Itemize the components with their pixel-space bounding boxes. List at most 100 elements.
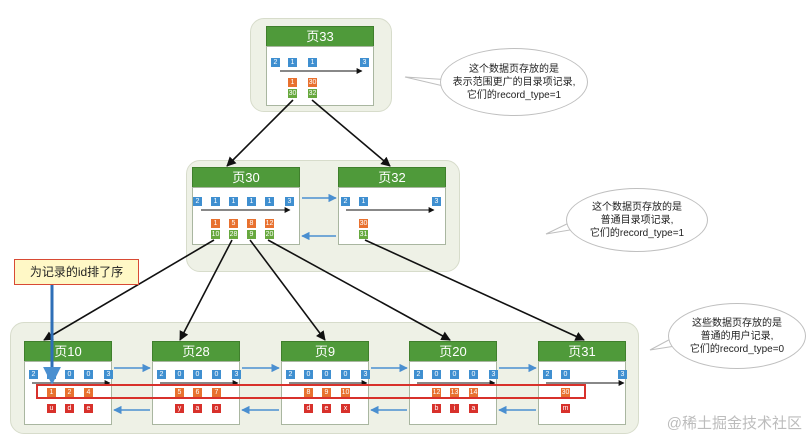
bubble-bottom-line-3: 它们的record_type=0 (689, 343, 785, 355)
bubble-bottom-line-1: 这些数据页存放的是 (692, 317, 782, 329)
p10-key-cell: 0 (84, 370, 93, 379)
p30-key-cell: 2 (193, 197, 202, 206)
p9-key-cell: 3 (361, 370, 370, 379)
p28-key-cell: 0 (175, 370, 184, 379)
p30-id-cell: 12 (265, 219, 274, 228)
p30-key-cell: 1 (247, 197, 256, 206)
p30-id-cell: 8 (247, 219, 256, 228)
p32-id-cell: 30 (359, 219, 368, 228)
id-sort-highlight (36, 384, 586, 399)
p31-key-cell: 0 (561, 370, 570, 379)
p9-id-cell: 8 (304, 388, 313, 397)
sort-annotation: 为记录的id排了序 (14, 259, 139, 285)
bubble-middle-line-1: 这个数据页存放的是 (592, 201, 682, 213)
page-33-title: 页33 (266, 26, 374, 47)
p31-key-cell: 2 (543, 370, 552, 379)
p20-values-cell: a (469, 404, 478, 413)
p20-key-cell: 0 (432, 370, 441, 379)
page-30-body (192, 187, 300, 245)
p28-values-cell: y (175, 404, 184, 413)
p10-id-cell: 2 (65, 388, 74, 397)
arrow-30-to-20 (267, 239, 451, 341)
p30-key-cell: 1 (211, 197, 220, 206)
arrow-33-to-32 (311, 99, 391, 167)
watermark: @稀土掘金技术社区 (666, 415, 802, 432)
p32-key-cell: 1 (359, 197, 368, 206)
p20-values-cell: i (450, 404, 459, 413)
p33-key-cell: 2 (271, 58, 280, 67)
p20-key-cell: 0 (469, 370, 478, 379)
p20-id-cell: 14 (469, 388, 478, 397)
arrow-30-to-28 (179, 239, 233, 341)
p9-values-cell: e (322, 404, 331, 413)
p30-page-numbers-cell: 10 (211, 230, 220, 239)
p10-key-cell: 2 (29, 370, 38, 379)
p33-key-cell: 1 (308, 58, 317, 67)
p33-id-cell: 30 (308, 78, 317, 87)
arrow-33-to-30 (226, 99, 294, 167)
bubble-bottom: 这些数据页存放的是 普通的用户记录, 它们的record_type=0 (668, 303, 806, 369)
p9-key-cell: 0 (304, 370, 313, 379)
bubble-top-line-1: 这个数据页存放的是 (469, 63, 559, 75)
p9-id-cell: 10 (341, 388, 350, 397)
p20-id-cell: 12 (432, 388, 441, 397)
p10-values-cell: e (84, 404, 93, 413)
p20-key-cell: 3 (489, 370, 498, 379)
p30-key-cell: 1 (265, 197, 274, 206)
p20-id-cell: 13 (450, 388, 459, 397)
p30-page-numbers-cell: 20 (265, 230, 274, 239)
page-31-body (538, 361, 626, 425)
p28-key-cell: 0 (212, 370, 221, 379)
p10-id-cell: 1 (47, 388, 56, 397)
p32-key-cell: 3 (432, 197, 441, 206)
page-32-body (338, 187, 446, 245)
p9-id-cell: 9 (322, 388, 331, 397)
p28-values-cell: a (193, 404, 202, 413)
p9-key-cell: 0 (322, 370, 331, 379)
page-33: 页33 (266, 26, 374, 106)
p31-id-cell: 30 (561, 388, 570, 397)
p33-key-cell: 3 (360, 58, 369, 67)
bubble-top-line-2: 表示范围更广的目录项记录, (452, 76, 576, 88)
bubble-middle-line-3: 它们的record_type=1 (589, 227, 685, 239)
p30-key-cell: 1 (229, 197, 238, 206)
p28-id-cell: 7 (212, 388, 221, 397)
bubble-top-line-3: 它们的record_type=1 (466, 89, 562, 101)
p28-id-cell: 6 (193, 388, 202, 397)
p33-page-numbers-cell: 32 (308, 89, 317, 98)
page-33-body (266, 46, 374, 106)
p33-id-cell: 1 (288, 78, 297, 87)
page-30: 页30 (192, 167, 300, 245)
p32-key-cell: 2 (341, 197, 350, 206)
p30-page-numbers-cell: 28 (229, 230, 238, 239)
p30-id-cell: 1 (211, 219, 220, 228)
p10-id-cell: 4 (84, 388, 93, 397)
p10-key-cell: 3 (104, 370, 113, 379)
p28-key-cell: 3 (232, 370, 241, 379)
p10-key-cell: 0 (65, 370, 74, 379)
arrow-32-to-31 (364, 239, 585, 341)
p20-key-cell: 2 (414, 370, 423, 379)
p9-values-cell: d (304, 404, 313, 413)
arrow-30-to-9 (249, 239, 326, 341)
p20-key-cell: 0 (450, 370, 459, 379)
bubble-middle: 这个数据页存放的是 普通目录项记录, 它们的record_type=1 (566, 188, 708, 252)
p31-key-cell: 3 (618, 370, 627, 379)
p20-values-cell: b (432, 404, 441, 413)
page-32: 页32 (338, 167, 446, 245)
p32-page-numbers-cell: 31 (359, 230, 368, 239)
p28-id-cell: 5 (175, 388, 184, 397)
bubble-middle-line-2: 普通目录项记录, (600, 214, 674, 226)
p33-page-numbers-cell: 30 (288, 89, 297, 98)
p30-key-cell: 3 (285, 197, 294, 206)
p30-id-cell: 5 (229, 219, 238, 228)
page-31: 页31 (538, 341, 626, 425)
p30-page-numbers-cell: 9 (247, 230, 256, 239)
p28-key-cell: 0 (193, 370, 202, 379)
p10-values-cell: d (65, 404, 74, 413)
p28-values-cell: o (212, 404, 221, 413)
p9-key-cell: 0 (341, 370, 350, 379)
page-10-title: 页10 (24, 341, 112, 362)
bubble-top: 这个数据页存放的是 表示范围更广的目录项记录, 它们的record_type=1 (440, 48, 588, 116)
p10-values-cell: u (47, 404, 56, 413)
